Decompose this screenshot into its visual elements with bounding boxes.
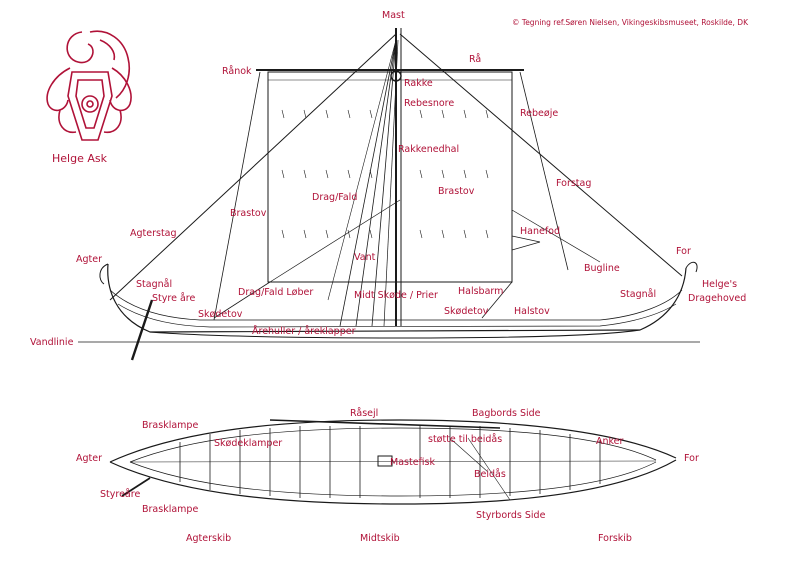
- label-beidas: Beidås: [474, 469, 506, 480]
- label-skodetov-left: Skødetov: [198, 309, 243, 320]
- label-vandlinie: Vandlinie: [30, 337, 74, 348]
- label-styre-are: Styre åre: [152, 293, 195, 304]
- label-halstov: Halstov: [514, 306, 550, 317]
- label-ra: Rå: [469, 54, 481, 65]
- label-brastov-right: Brastov: [438, 186, 475, 197]
- side-view-drawing: [78, 28, 700, 361]
- label-stagnal-right: Stagnål: [620, 289, 656, 300]
- label-midt-skode: Midt Skøde / Prier: [354, 290, 438, 301]
- label-brasklampe-top: Brasklampe: [142, 420, 198, 431]
- label-brasklampe-bottom: Brasklampe: [142, 504, 198, 515]
- label-agterstag: Agterstag: [130, 228, 177, 239]
- label-agterskib: Agterskib: [186, 533, 231, 544]
- label-mastefisk: Mastefisk: [390, 457, 435, 468]
- label-bagbords-side: Bagbords Side: [472, 408, 541, 419]
- label-styreare: Styreåre: [100, 489, 140, 500]
- label-dragehoved: Dragehoved: [688, 293, 746, 304]
- label-skodeklamper: Skødeklamper: [214, 438, 282, 449]
- label-styrbords-side: Styrbords Side: [476, 510, 546, 521]
- logo-name: Helge Ask: [52, 152, 108, 165]
- label-top-agter: Agter: [76, 453, 102, 464]
- label-halsbarm: Halsbarm: [458, 286, 503, 297]
- label-agter: Agter: [76, 254, 102, 265]
- label-brastov-left: Brastov: [230, 208, 267, 219]
- label-drag-fald-lober: Drag/Fald Løber: [238, 287, 313, 298]
- label-rebeoje: Rebeøje: [520, 108, 558, 119]
- top-view-labels: Råsejl Bagbords Side Brasklampe Skødekla…: [76, 408, 699, 544]
- label-hanefod: Hanefod: [520, 226, 560, 237]
- top-view-drawing: [109, 419, 677, 505]
- label-rebesnore: Rebesnore: [404, 98, 454, 109]
- label-arehuller: Årehuller / åreklapper: [252, 325, 356, 337]
- side-view-labels: Mast Rånok Rå Rakke Rebesnore Rebeøje Ra…: [30, 10, 746, 348]
- label-stagnal-left: Stagnål: [136, 279, 172, 290]
- label-stotte: støtte til beidås: [428, 434, 502, 445]
- label-midtskib: Midtskib: [360, 533, 400, 544]
- label-rakkenedhal: Rakkenedhal: [398, 144, 459, 155]
- label-rasejl: Råsejl: [350, 408, 378, 419]
- label-bugline: Bugline: [584, 263, 620, 274]
- label-mast: Mast: [382, 10, 405, 21]
- label-helges: Helge's: [702, 279, 737, 290]
- label-forstag: Forstag: [556, 178, 591, 189]
- credit-text: © Tegning ref.Søren Nielsen, Vikingeskib…: [512, 18, 749, 27]
- label-ranok: Rånok: [222, 66, 252, 77]
- label-forskib: Forskib: [598, 533, 632, 544]
- label-skodetov-right: Skødetov: [444, 306, 489, 317]
- label-rakke: Rakke: [404, 78, 433, 89]
- label-top-for: For: [684, 453, 699, 464]
- label-vant: Vant: [354, 252, 376, 263]
- label-anker: Anker: [596, 436, 624, 447]
- label-for: For: [676, 246, 691, 257]
- label-drag-fald: Drag/Fald: [312, 192, 357, 203]
- helge-ask-logo-icon: [46, 30, 132, 141]
